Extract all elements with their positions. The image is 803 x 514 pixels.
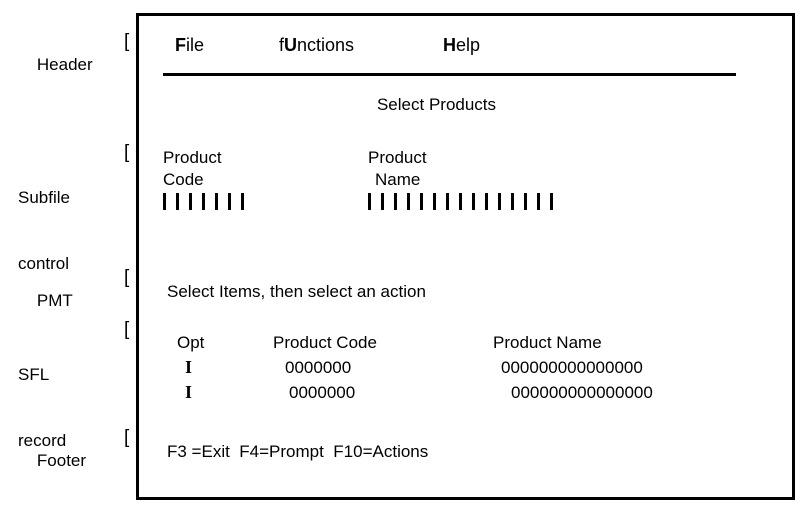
bracket-header: [ <box>124 31 130 52</box>
bracket-subfile-control: [ <box>124 142 130 163</box>
annotation-subfile-line2: control <box>18 254 70 273</box>
field-position-tick <box>550 193 553 210</box>
menu-help-mnemonic: H <box>443 35 456 55</box>
product-name-header-line2: Name <box>375 170 421 189</box>
cell-product-name: 000000000000000 <box>501 358 643 377</box>
annotation-header: Header <box>18 32 93 98</box>
field-position-tick <box>215 193 218 210</box>
annotation-pmt-line1: PMT <box>36 291 73 310</box>
annotation-footer: Footer <box>18 428 86 494</box>
annotation-pmt: PMT <box>18 268 73 334</box>
screen-frame: File fUnctions Help Select Products Prod… <box>136 13 795 500</box>
menu-item-help[interactable]: Help <box>443 33 480 57</box>
column-header-product-name: Product Name <box>493 333 602 352</box>
field-position-tick <box>459 193 462 210</box>
field-position-tick <box>368 193 371 210</box>
prompt-message: Select Items, then select an action <box>167 282 426 301</box>
cell-product-code: 0000000 <box>285 358 352 377</box>
menu-functions-rest: nctions <box>297 35 355 55</box>
function-key-legend: F3 =Exit F4=Prompt F10=Actions <box>167 442 429 461</box>
field-position-tick <box>524 193 527 210</box>
field-position-tick <box>394 193 397 210</box>
table-row[interactable]: I 0000000 000000000000000 <box>163 381 783 406</box>
menu-functions-prefix: f <box>279 35 285 55</box>
bracket-pmt: [ <box>124 267 130 288</box>
option-input[interactable]: I <box>185 357 193 377</box>
field-position-tick <box>420 193 423 210</box>
field-position-tick <box>407 193 410 210</box>
field-position-tick <box>537 193 540 210</box>
product-code-header-line2: Code <box>163 170 204 189</box>
cell-product-name: 000000000000000 <box>511 383 653 402</box>
bracket-sfl-record: [ <box>124 319 130 340</box>
field-position-tick <box>472 193 475 210</box>
menu-separator-rule <box>163 73 736 76</box>
menu-item-file[interactable]: File <box>175 33 204 57</box>
subfile-record-table: Opt Product Code Product Name I 0000000 … <box>163 331 783 406</box>
product-name-header-line1: Product <box>368 148 427 167</box>
annotation-sfl-line2: record <box>18 431 67 450</box>
menu-file-mnemonic: F <box>175 35 186 55</box>
subfile-control-product-name: Product Name <box>368 147 563 210</box>
field-position-tick <box>163 193 166 210</box>
product-code-input[interactable] <box>163 193 254 210</box>
column-header-opt: Opt <box>177 333 205 352</box>
annotation-header-line1: Header <box>36 55 93 74</box>
annotation-footer-line1: Footer <box>36 451 87 470</box>
field-position-tick <box>433 193 436 210</box>
field-position-tick <box>498 193 501 210</box>
annotation-subfile-control: Subfile control <box>18 143 70 319</box>
product-code-header-line1: Product <box>163 148 222 167</box>
bracket-footer: [ <box>124 427 130 448</box>
field-position-tick <box>202 193 205 210</box>
cell-product-code: 0000000 <box>289 383 356 402</box>
product-name-input[interactable] <box>368 193 563 210</box>
menu-item-functions[interactable]: fUnctions <box>279 33 354 57</box>
table-row[interactable]: I 0000000 000000000000000 <box>163 356 783 381</box>
menu-file-rest: ile <box>186 35 205 55</box>
menu-help-rest: elp <box>456 35 481 55</box>
annotation-subfile-line1: Subfile <box>18 188 70 207</box>
field-position-tick <box>241 193 244 210</box>
field-position-tick <box>381 193 384 210</box>
column-header-product-code: Product Code <box>273 333 377 352</box>
menu-bar: File fUnctions Help <box>175 33 775 63</box>
option-input[interactable]: I <box>185 382 193 402</box>
annotation-sfl-record: SFL record <box>18 320 66 496</box>
screen-title: Select Products <box>376 95 497 114</box>
field-position-tick <box>485 193 488 210</box>
field-position-tick <box>189 193 192 210</box>
menu-functions-mnemonic: U <box>284 35 298 55</box>
field-position-tick <box>511 193 514 210</box>
field-position-tick <box>228 193 231 210</box>
subfile-control-area: Product Code Product Name <box>163 147 763 227</box>
field-position-tick <box>176 193 179 210</box>
subfile-control-product-code: Product Code <box>163 147 254 210</box>
annotation-sfl-line1: SFL <box>18 365 50 384</box>
table-header-row: Opt Product Code Product Name <box>163 331 783 356</box>
field-position-tick <box>446 193 449 210</box>
